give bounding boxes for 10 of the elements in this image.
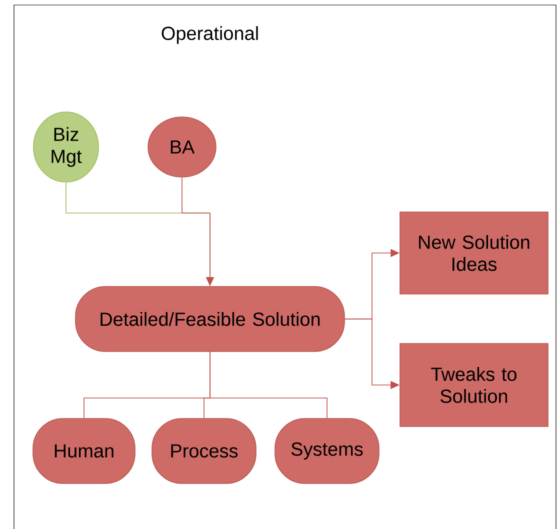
rounded-box: Systems (274, 418, 380, 484)
process-box: Tweaks to Solution (400, 343, 548, 427)
connector (210, 352, 328, 418)
ellipse-node: Biz Mgt (33, 112, 99, 182)
process-box: New Solution Ideas (400, 212, 548, 294)
circle-node: BA (148, 116, 216, 178)
rounded-box: Detailed/Feasible Solution (75, 286, 345, 352)
frame-title: Operational (162, 26, 258, 44)
rounded-box: Human (32, 418, 136, 484)
rounded-box: Process (152, 418, 256, 484)
